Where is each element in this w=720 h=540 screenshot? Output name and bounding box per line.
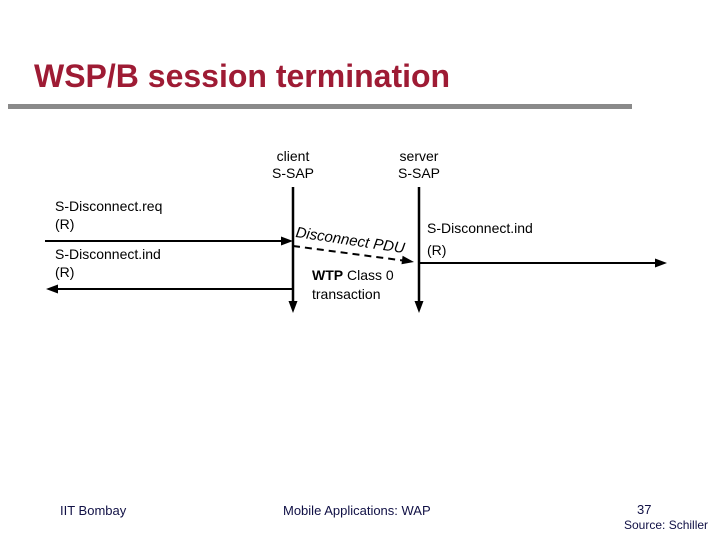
- footer-course-title: Mobile Applications: WAP: [283, 503, 431, 518]
- footer-source-credit: Source: Schiller: [624, 518, 709, 532]
- slide-title: WSP/B session termination: [34, 58, 451, 94]
- wtp-transaction-note-line2: transaction: [312, 286, 381, 302]
- client-lifeline-arrowhead-icon: [288, 301, 298, 313]
- server-lifeline-arrowhead-icon: [414, 301, 424, 313]
- footer-institution: IIT Bombay: [60, 503, 127, 518]
- msg-disconnect-req-name: S-Disconnect.req: [55, 198, 163, 214]
- disconnect-ind-left-arrowhead-icon: [46, 284, 58, 294]
- msg-disconnect-ind-right-param: (R): [427, 242, 447, 258]
- wtp-transaction-note-line1: WTP Class 0: [312, 267, 394, 283]
- title-underline: [8, 104, 632, 109]
- msg-disconnect-ind-right-name: S-Disconnect.ind: [427, 220, 533, 236]
- server-sap-label: S-SAP: [397, 165, 441, 181]
- msg-disconnect-ind-left-param: (R): [55, 264, 75, 280]
- disconnect-req-arrowhead-icon: [281, 236, 293, 246]
- disconnect-pdu-dashed-arrow: [292, 245, 404, 262]
- disconnect-pdu-arrowhead-icon: [401, 255, 414, 265]
- disconnect-ind-right-arrowhead-icon: [655, 258, 667, 268]
- wtp-bold-text: WTP: [312, 267, 344, 283]
- footer-page-number: 37: [637, 502, 652, 517]
- msg-disconnect-ind-left-name: S-Disconnect.ind: [55, 246, 161, 262]
- msg-disconnect-req-param: (R): [55, 216, 75, 232]
- wtp-rest-text: Class 0: [343, 267, 394, 283]
- client-sap-label: S-SAP: [271, 165, 315, 181]
- client-role-label: client: [276, 148, 310, 164]
- server-role-label: server: [399, 148, 439, 164]
